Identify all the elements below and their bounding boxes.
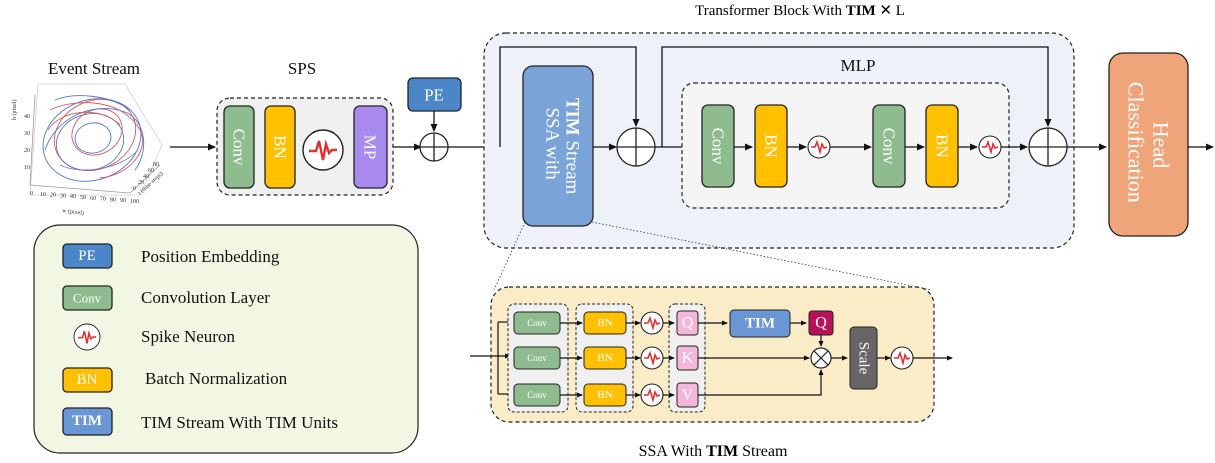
svg-text:Convolution Layer: Convolution Layer <box>141 288 270 307</box>
svg-text:Conv: Conv <box>527 390 547 400</box>
mlp-label: MLP <box>841 56 876 75</box>
event-cloud <box>42 95 145 182</box>
svg-text:PE: PE <box>424 86 444 105</box>
z-tick-label: 40 <box>143 174 149 180</box>
pe-block: PE <box>407 77 462 112</box>
svg-text:TIM: TIM <box>72 413 102 429</box>
q-output-block: Q <box>808 310 834 336</box>
x-tick-label: 60 <box>90 196 96 202</box>
legend-item-tim: TIM TIM Stream With TIM Units <box>62 407 338 436</box>
x-tick-label: 0 <box>30 191 33 197</box>
multiply-icon <box>810 347 832 369</box>
legend-item-conv: Conv Convolution Layer <box>62 285 270 311</box>
y-tick-label: 20 <box>24 148 30 154</box>
x-tick-label: 20 <box>50 193 56 199</box>
residual-add-icon-1 <box>616 127 656 167</box>
legend-item-spike: Spike Neuron <box>73 323 235 351</box>
legend-item-pe: PE Position Embedding <box>62 243 280 269</box>
z-tick-label: 60 <box>148 168 154 174</box>
z-tick-label: 80 <box>153 162 159 168</box>
ssa-detail-caption: SSA With TIM Stream <box>639 443 788 460</box>
y-tick-label: 30 <box>24 131 30 137</box>
ssa-row-k: Conv BN K <box>513 345 699 371</box>
x-tick-label: 100 <box>130 199 139 205</box>
z-tick-label: 0 <box>133 186 136 192</box>
x-tick-label: 50 <box>80 195 86 201</box>
svg-text:TIM: TIM <box>745 316 775 332</box>
residual-connection-2 <box>661 46 1052 147</box>
x-tick-label: 10 <box>40 192 46 198</box>
svg-text:Conv: Conv <box>527 353 547 363</box>
transformer-block-title: Transformer Block With TIM ✕ L <box>695 3 905 19</box>
mlp-bn-block-2: BN <box>925 104 959 188</box>
residual-add-icon-2 <box>1028 127 1068 167</box>
x-tick-label: 80 <box>110 197 116 203</box>
x-tick-label: 30 <box>60 193 66 199</box>
svg-text:SSA with TIM Stream: SSA with TIM Stream <box>542 98 583 195</box>
x-tick-label: 90 <box>120 198 126 204</box>
y-axis-label: h (pixel) <box>11 100 18 121</box>
x-axis-label: w (pixel) <box>62 207 85 217</box>
svg-text:V: V <box>682 387 694 404</box>
svg-text:BN: BN <box>597 352 612 364</box>
mlp-spike-neuron-icon-1 <box>807 135 831 159</box>
svg-text:TIM Stream With TIM Units: TIM Stream With TIM Units <box>141 413 338 432</box>
sps-bn-block: BN <box>264 105 296 189</box>
legend-item-bn: BN Batch Normalization <box>62 367 288 393</box>
svg-text:BN: BN <box>597 389 612 401</box>
svg-text:Conv: Conv <box>73 291 102 306</box>
mlp-conv-block-2: Conv <box>872 104 906 188</box>
ssa-with-tim-block: SSA with TIM Stream <box>522 65 594 227</box>
residual-connection-1 <box>499 46 640 147</box>
svg-text:BN: BN <box>271 135 290 159</box>
svg-text:Conv: Conv <box>230 129 249 166</box>
svg-text:BN: BN <box>933 134 952 158</box>
svg-text:Spike Neuron: Spike Neuron <box>141 327 235 346</box>
z-tick-label: 20 <box>138 180 144 186</box>
mlp-conv-block-1: Conv <box>701 104 735 188</box>
mlp-spike-neuron-icon-2 <box>978 135 1002 159</box>
svg-text:Conv: Conv <box>709 128 728 165</box>
scale-block: Scale <box>849 326 878 390</box>
svg-text:Batch Normalization: Batch Normalization <box>145 369 288 388</box>
pe-add-icon <box>419 132 449 162</box>
svg-text:BN: BN <box>77 372 98 388</box>
sps-label: SPS <box>288 59 316 78</box>
y-tick-label: 10 <box>24 165 30 171</box>
sps-conv-block: Conv <box>223 105 255 189</box>
svg-text:MP: MP <box>361 135 380 160</box>
svg-text:Conv: Conv <box>527 318 547 328</box>
svg-text:Q: Q <box>682 315 694 332</box>
svg-text:Position Embedding: Position Embedding <box>141 247 280 266</box>
svg-text:BN: BN <box>597 317 612 329</box>
svg-text:Scale: Scale <box>856 342 872 375</box>
svg-text:Q: Q <box>815 315 827 332</box>
ssa-row-v: Conv BN V <box>513 382 699 408</box>
svg-text:K: K <box>682 350 694 367</box>
x-tick-label: 40 <box>70 194 76 200</box>
svg-text:Conv: Conv <box>880 128 899 165</box>
svg-text:Classification Head: Classification Head <box>1124 82 1174 208</box>
y-tick-label: 40 <box>24 114 30 120</box>
sps-spike-neuron-icon <box>301 128 345 172</box>
sps-mp-block: MP <box>353 105 388 189</box>
ssa-output-spike-icon <box>890 346 914 370</box>
classification-head-block: Classification Head <box>1108 52 1189 237</box>
svg-text:BN: BN <box>762 134 781 158</box>
legend-box <box>33 224 419 454</box>
mlp-bn-block-1: BN <box>754 104 788 188</box>
event-stream-label: Event Stream <box>48 59 140 78</box>
svg-text:PE: PE <box>78 248 96 264</box>
x-tick-label: 70 <box>100 197 106 203</box>
tim-stream-block: TIM <box>729 309 791 338</box>
